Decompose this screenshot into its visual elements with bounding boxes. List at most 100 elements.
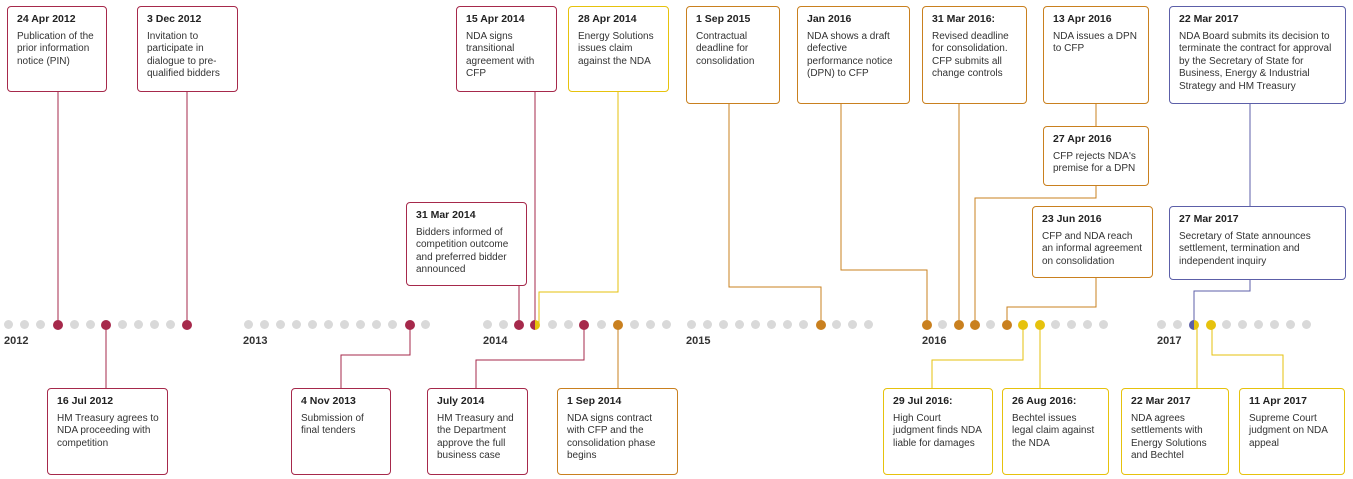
timeline-dot — [767, 320, 776, 329]
timeline-dot — [848, 320, 857, 329]
event-card-e10: 1 Sep 2015 Contractual deadline for cons… — [686, 6, 780, 104]
event-dot-e05 — [514, 320, 524, 330]
event-text: Energy Solutions issues claim against th… — [578, 30, 654, 67]
event-text: High Court judgment finds NDA liable for… — [893, 412, 982, 449]
event-text: Invitation to participate in dialogue to… — [147, 30, 220, 80]
event-dot-e19-e20 — [1189, 320, 1199, 330]
event-card-e08: July 2014 HM Treasury and the Department… — [427, 388, 528, 475]
event-date: Jan 2016 — [807, 13, 852, 25]
timeline-dot — [799, 320, 808, 329]
event-text: Revised deadline for consolidation. CFP … — [932, 30, 1009, 80]
connector-e10 — [728, 104, 822, 324]
event-text: HM Treasury agrees to NDA proceeding wit… — [57, 412, 159, 449]
event-text: Bidders informed of competition outcome … — [416, 226, 509, 276]
event-dot-e11 — [922, 320, 932, 330]
event-card-e03: 16 Jul 2012 HM Treasury agrees to NDA pr… — [47, 388, 168, 475]
timeline-dot — [20, 320, 29, 329]
timeline-dot — [421, 320, 430, 329]
event-date: 26 Aug 2016: — [1012, 395, 1077, 407]
timeline-dot — [735, 320, 744, 329]
timeline-dot — [1302, 320, 1311, 329]
timeline-dot — [308, 320, 317, 329]
event-dot-e04 — [405, 320, 415, 330]
event-date: 31 Mar 2016: — [932, 13, 996, 25]
timeline-dot — [356, 320, 365, 329]
event-date: 29 Jul 2016: — [893, 395, 953, 407]
event-dot-e17 — [1035, 320, 1045, 330]
event-card-e20: 22 Mar 2017 NDA agrees settlements with … — [1121, 388, 1229, 475]
year-label-2016: 2016 — [922, 335, 947, 347]
timeline-dot — [687, 320, 696, 329]
event-date: 27 Mar 2017 — [1179, 213, 1239, 225]
event-dot-e02 — [182, 320, 192, 330]
year-label-2014: 2014 — [483, 335, 508, 347]
timeline-dot — [36, 320, 45, 329]
timeline-dot — [388, 320, 397, 329]
event-dot-e10 — [816, 320, 826, 330]
event-dot-e16 — [1018, 320, 1028, 330]
event-date: 22 Mar 2017 — [1131, 395, 1191, 407]
event-card-e13: 13 Apr 2016 NDA issues a DPN to CFP — [1043, 6, 1149, 104]
event-date: 1 Sep 2014 — [567, 395, 622, 407]
event-dot-e06-e07 — [530, 320, 540, 330]
event-date: 31 Mar 2014 — [416, 209, 476, 221]
event-dot-e08 — [579, 320, 589, 330]
event-dot-e09 — [613, 320, 623, 330]
event-card-e07: 28 Apr 2014 Energy Solutions issues clai… — [568, 6, 669, 92]
event-text: NDA shows a draft defective performance … — [807, 30, 893, 80]
timeline-dot — [1099, 320, 1108, 329]
connector-e08 — [475, 324, 585, 388]
event-date: 16 Jul 2012 — [57, 395, 114, 407]
event-text: CFP and NDA reach an informal agreement … — [1042, 230, 1143, 267]
timeline-dot — [662, 320, 671, 329]
event-card-e06: 15 Apr 2014 NDA signs transitional agree… — [456, 6, 557, 92]
timeline-dot — [70, 320, 79, 329]
event-card-e15: 23 Jun 2016 CFP and NDA reach an informa… — [1032, 206, 1153, 278]
event-card-e17: 26 Aug 2016: Bechtel issues legal claim … — [1002, 388, 1109, 475]
event-dot-e15 — [1002, 320, 1012, 330]
timeline-dot — [864, 320, 873, 329]
timeline-dot — [166, 320, 175, 329]
event-date: 24 Apr 2012 — [17, 13, 76, 25]
timeline-dot — [783, 320, 792, 329]
timeline-dot — [1286, 320, 1295, 329]
timeline-dot — [719, 320, 728, 329]
event-text: Supreme Court judgment on NDA appeal — [1249, 412, 1328, 449]
timeline-dot — [938, 320, 947, 329]
timeline-dot — [372, 320, 381, 329]
event-dot-e12 — [954, 320, 964, 330]
event-card-e19: 27 Mar 2017 Secretary of State announces… — [1169, 206, 1346, 280]
timeline-dot — [244, 320, 253, 329]
event-dot-e01 — [53, 320, 63, 330]
event-date: 11 Apr 2017 — [1249, 395, 1307, 407]
timeline-dot — [483, 320, 492, 329]
timeline-dot — [150, 320, 159, 329]
event-dot-e14 — [970, 320, 980, 330]
timeline-dot — [1173, 320, 1182, 329]
event-card-e16: 29 Jul 2016: High Court judgment finds N… — [883, 388, 993, 475]
timeline-dot — [86, 320, 95, 329]
timeline-dot — [1051, 320, 1060, 329]
timeline-dot — [703, 320, 712, 329]
timeline-dot — [134, 320, 143, 329]
event-card-e21: 11 Apr 2017 Supreme Court judgment on ND… — [1239, 388, 1345, 475]
connector-e07 — [538, 92, 619, 324]
event-card-e01: 24 Apr 2012 Publication of the prior inf… — [7, 6, 107, 92]
event-card-e04: 4 Nov 2013 Submission of final tenders — [291, 388, 391, 475]
event-dot-e21 — [1206, 320, 1216, 330]
event-text: HM Treasury and the Department approve t… — [437, 412, 514, 462]
timeline-dot — [340, 320, 349, 329]
year-label-2015: 2015 — [686, 335, 711, 347]
event-text: NDA issues a DPN to CFP — [1053, 30, 1137, 55]
timeline-dot — [1238, 320, 1247, 329]
event-date: 28 Apr 2014 — [578, 13, 637, 25]
timeline-dot — [548, 320, 557, 329]
event-date: 22 Mar 2017 — [1179, 13, 1239, 25]
timeline-dot — [1270, 320, 1279, 329]
timeline-dot — [751, 320, 760, 329]
event-date: 27 Apr 2016 — [1053, 133, 1112, 145]
connector-e14 — [974, 186, 1097, 324]
year-label-2013: 2013 — [243, 335, 268, 347]
event-date: 1 Sep 2015 — [696, 13, 751, 25]
connector-e21 — [1211, 324, 1284, 388]
